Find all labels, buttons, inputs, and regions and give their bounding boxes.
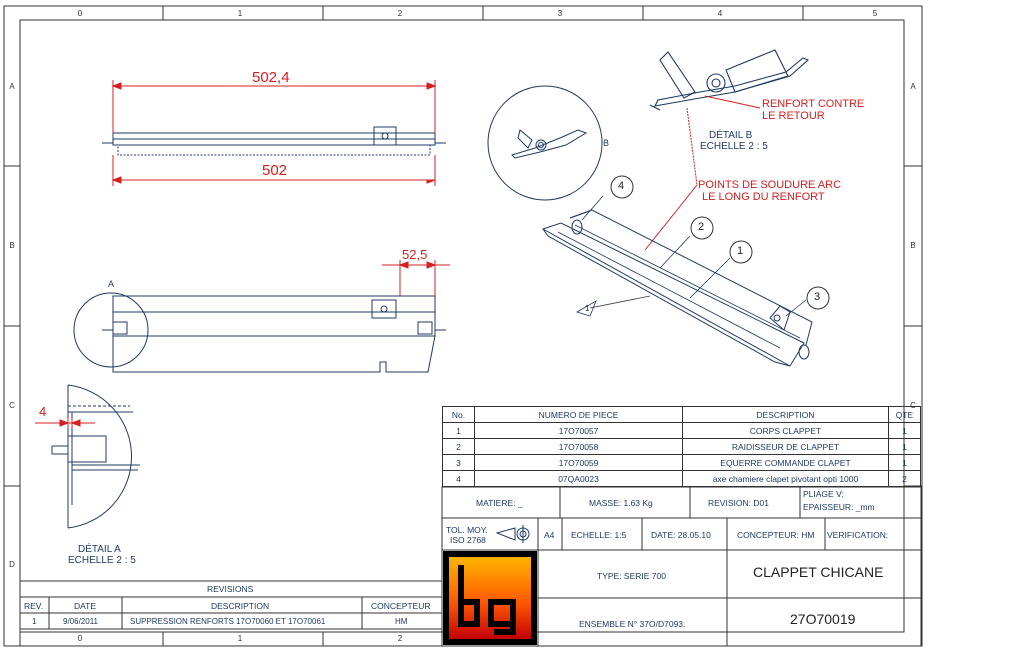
format: A4 [544, 530, 555, 540]
bom-desc: CORPS CLAPPET [682, 422, 889, 439]
col-label: 1 [237, 634, 243, 643]
row-label: D [9, 560, 15, 569]
col-label: 2 [397, 9, 403, 18]
pliage: PLIAGE V: [803, 489, 844, 499]
col-label: 0 [77, 634, 83, 643]
bom-header: DESCRIPTION [682, 406, 889, 423]
soudure-note-line2: LE LONG DU RENFORT [702, 191, 825, 203]
revisions-header: DATE [74, 601, 97, 611]
revision-date: 9/06/2011 [63, 617, 98, 626]
drawing-title: CLAPPET CHICANE [753, 564, 884, 580]
bom-header: QTE [887, 406, 922, 423]
tolerance-line1: TOL. MOY. [446, 525, 488, 535]
ensemble: ENSEMBLE N° 37O/D7093. [579, 619, 686, 629]
matiere: MATIERE: _ [476, 498, 523, 508]
revisions-header: CONCEPTEUR [371, 601, 431, 611]
row-label: B [9, 241, 15, 250]
revisions-title: REVISIONS [207, 584, 254, 594]
col-label: 4 [717, 9, 723, 18]
row-label: C [910, 401, 916, 410]
balloon-3: 3 [814, 291, 821, 303]
soudure-note-line1: POINTS DE SOUDURE ARC [698, 179, 842, 191]
row-label: B [910, 241, 916, 250]
concepteur: CONCEPTEUR: HM [737, 530, 815, 540]
bom-part: 17O70057 [474, 422, 684, 439]
bom-desc: EQUERRE COMMANDE CLAPET [682, 454, 889, 471]
detail-b-title: DÉTAIL B [709, 130, 753, 141]
col-label: 0 [77, 9, 83, 18]
masse: MASSE: 1.63 Kg [589, 498, 653, 508]
bom-row: 4 07QA0023 axe chamiere clapet pivotant … [441, 470, 922, 487]
detail-b-scale: ECHELLE 2 : 5 [700, 141, 768, 152]
detail-a-marker: A [108, 279, 115, 289]
row-label: A [9, 82, 15, 91]
type: TYPE: SERIE 700 [597, 571, 666, 581]
bom-qty: 1 [887, 422, 922, 439]
bom-no: 3 [441, 454, 476, 471]
bom-part: 07QA0023 [474, 470, 684, 487]
bom-row: 2 17O70058 RAIDISSEUR DE CLAPPET 1 [441, 438, 922, 455]
balloon-1-circle [729, 240, 753, 264]
epaisseur: EPAISSEUR: _mm [803, 502, 875, 512]
bom-no: 1 [441, 422, 476, 439]
balloon-1: 1 [737, 245, 744, 257]
bom-part: 17O70058 [474, 438, 684, 455]
tolerance-line2: ISO 2768 [450, 535, 486, 545]
renfort-note-line1: RENFORT CONTRE [762, 98, 865, 110]
detail-a-scale: ECHELLE 2 : 5 [68, 555, 136, 566]
verification: VERIFICATION: [827, 530, 889, 540]
bom-part: 17O70059 [474, 454, 684, 471]
balloon-3-circle [806, 286, 830, 310]
revision: REVISION: D01 [708, 498, 769, 508]
revision-by: HM [395, 617, 408, 626]
date: DATE: 28.05.10 [651, 530, 711, 540]
detail-b-marker: B [603, 138, 610, 148]
balloon-4: 4 [618, 180, 625, 192]
balloon-2-circle [690, 216, 714, 240]
row-label: A [910, 82, 916, 91]
revisions-header: DESCRIPTION [211, 601, 270, 611]
detail-a-title: DÉTAIL A [78, 544, 121, 555]
bom-row: 3 17O70059 EQUERRE COMMANDE CLAPET 1 [441, 454, 922, 471]
col-label: 2 [397, 634, 403, 643]
revision-desc: SUPPRESSION RENFORTS 17O70060 ET 17O7006… [130, 617, 326, 626]
bom-desc: axe chamiere clapet pivotant opti 1000 [682, 470, 889, 487]
revision-rev: 1 [32, 617, 37, 626]
bom-desc: RAIDISSEUR DE CLAPPET [682, 438, 889, 455]
renfort-note-line2: LE RETOUR [762, 110, 825, 122]
echelle: ECHELLE: 1:5 [571, 530, 627, 540]
bom-no: 4 [441, 470, 476, 487]
col-label: 3 [557, 9, 563, 18]
dim-offset: 52,5 [402, 247, 428, 262]
drawing-number: 27O70019 [790, 611, 856, 627]
bom-row: 1 17O70057 CORPS CLAPPET 1 [441, 422, 922, 439]
bom-qty: 1 [887, 438, 922, 455]
balloon-2: 2 [698, 221, 705, 233]
bom-qty: 1 [887, 454, 922, 471]
bom-no: 2 [441, 438, 476, 455]
col-label: 5 [872, 9, 878, 18]
bom-header: NUMERO DE PIECE [474, 406, 684, 423]
dim-top-length: 502,4 [252, 69, 290, 86]
col-label: 1 [237, 9, 243, 18]
bom-header: No. [441, 406, 476, 423]
dim-detail-a: 4 [39, 404, 47, 419]
dim-bottom-length: 502 [262, 162, 288, 179]
bom-table: No. NUMERO DE PIECE DESCRIPTION QTE 1 17… [441, 406, 922, 487]
weld-symbol: 1 [585, 304, 590, 313]
balloon-4-circle [610, 175, 634, 199]
bom-qty: 2 [887, 470, 922, 487]
row-label: C [9, 401, 15, 410]
revisions-header: REV. [24, 601, 44, 611]
